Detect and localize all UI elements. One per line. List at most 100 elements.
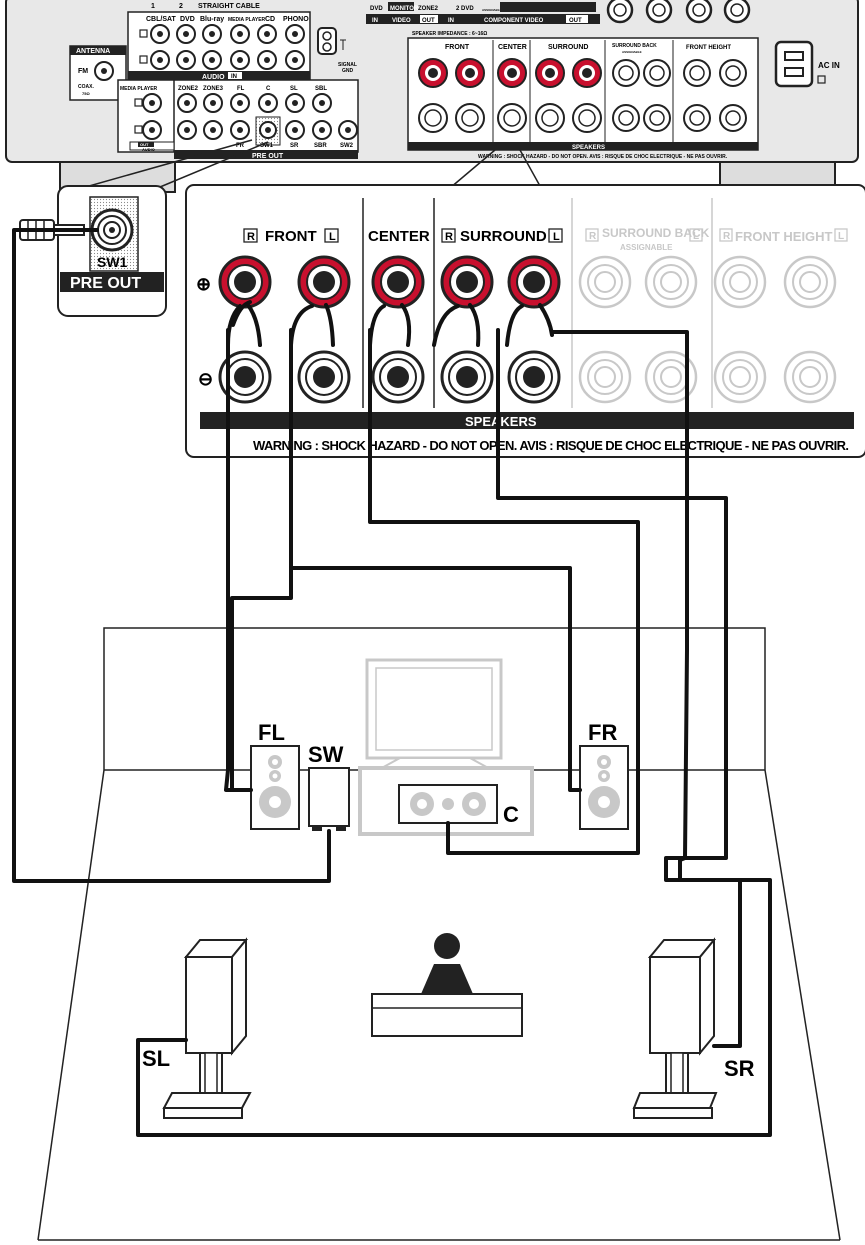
coax-ohm: 75Ω xyxy=(82,91,90,96)
svg-text:SBL: SBL xyxy=(315,86,327,92)
svg-text:PHONO: PHONO xyxy=(283,16,309,23)
fl-speaker-label: FL xyxy=(258,720,285,745)
surround-l-plus-terminal xyxy=(507,255,561,309)
plus-terminals-active xyxy=(218,255,561,309)
svg-text:FRONT: FRONT xyxy=(265,228,317,245)
small-speakers-label: SPEAKERS xyxy=(572,145,605,151)
svg-text:ASSIGNABLE: ASSIGNABLE xyxy=(622,50,642,54)
minus-terminals-active xyxy=(218,350,561,404)
svg-text:VIDEO: VIDEO xyxy=(392,18,411,24)
svg-text:SW1: SW1 xyxy=(260,143,274,149)
surround-header: R SURROUND L xyxy=(441,228,563,245)
svg-text:SURROUND BACK: SURROUND BACK xyxy=(612,43,657,49)
svg-text:COMPONENT VIDEO: COMPONENT VIDEO xyxy=(484,18,544,24)
svg-text:Blu-ray: Blu-ray xyxy=(200,16,224,23)
fr-speaker-label: FR xyxy=(588,720,617,745)
sl-speaker-icon xyxy=(162,937,252,1119)
svg-text:DVD: DVD xyxy=(370,6,383,12)
minus-symbol: ⊖ xyxy=(198,369,213,389)
zoom-callout-lines xyxy=(74,139,541,193)
small-gray-terminals xyxy=(418,59,747,133)
svg-text:SW2: SW2 xyxy=(340,143,354,149)
svg-text:IN: IN xyxy=(448,18,454,24)
small-warning: WARNING : SHOCK HAZARD - DO NOT OPEN. AV… xyxy=(478,154,728,160)
tv-icon xyxy=(365,658,503,771)
svg-text:L: L xyxy=(329,231,336,243)
video-terminal-labels: DVD MONITOR ZONE2 2 DVD ASSIGNABLE IN VI… xyxy=(366,2,600,24)
center-cable xyxy=(368,328,640,855)
center-speaker-label: C xyxy=(503,802,519,827)
svg-text:GND: GND xyxy=(342,68,354,74)
svg-text:AUDIO: AUDIO xyxy=(142,147,155,152)
front-r-plus-terminal xyxy=(218,255,272,309)
surround-l-minus-terminal xyxy=(507,350,561,404)
fl-cable-2 xyxy=(230,566,293,792)
front-l-minus-terminal xyxy=(297,350,351,404)
small-pre-out-label: PRE OUT xyxy=(252,153,284,160)
speaker-cables xyxy=(12,228,772,1137)
antenna-label: ANTENNA xyxy=(76,48,110,55)
top-label-1: 1 xyxy=(151,3,155,10)
svg-text:FL: FL xyxy=(237,86,245,92)
speaker-terminal-panel: R FRONT L CENTER R SURROUND L R SURROUND… xyxy=(185,184,865,458)
sw-label: SW xyxy=(308,742,344,767)
surround-r-plus-terminal xyxy=(440,255,494,309)
top-label-2: 2 xyxy=(179,3,183,10)
svg-text:FRONT HEIGHT: FRONT HEIGHT xyxy=(686,45,731,51)
svg-text:CBL/SAT: CBL/SAT xyxy=(146,16,177,23)
svg-text:OUT: OUT xyxy=(422,18,435,24)
svg-text:R: R xyxy=(247,231,255,243)
signal-gnd-terminal: SIGNAL GND xyxy=(317,27,357,74)
svg-text:AC IN: AC IN xyxy=(818,61,840,70)
subwoofer-cable xyxy=(12,228,331,883)
straight-cable-label: STRAIGHT CABLE xyxy=(198,3,260,10)
sw1-jack-label: SW1 xyxy=(97,254,128,270)
speaker-impedance: SPEAKER IMPEDANCE : 6~16Ω xyxy=(412,31,487,37)
audio-in-label: AUDIO xyxy=(202,74,225,81)
svg-text:SR: SR xyxy=(290,143,299,149)
sr-speaker-icon xyxy=(632,937,718,1119)
svg-text:ASSIGNABLE: ASSIGNABLE xyxy=(482,8,502,12)
fl-speaker-icon xyxy=(250,745,300,830)
callout-pre-out-label: PRE OUT xyxy=(70,275,141,292)
svg-text:ASSIGNABLE: ASSIGNABLE xyxy=(620,243,673,252)
svg-text:DVD: DVD xyxy=(180,16,195,23)
svg-text:R: R xyxy=(445,231,453,243)
svg-text:SURROUND: SURROUND xyxy=(460,228,547,245)
center-minus-terminal xyxy=(371,350,425,404)
svg-text:SBR: SBR xyxy=(314,143,327,149)
svg-text:ZONE3: ZONE3 xyxy=(203,86,224,92)
center-speaker-icon xyxy=(398,784,498,824)
svg-text:SURROUND BACK: SURROUND BACK xyxy=(602,226,710,240)
svg-text:SURROUND: SURROUND xyxy=(548,44,588,51)
fr-speaker-icon xyxy=(579,745,629,830)
svg-text:FRONT: FRONT xyxy=(445,44,470,51)
sr-cable xyxy=(550,330,742,1048)
svg-text:L: L xyxy=(693,231,699,242)
surround-r-minus-terminal xyxy=(440,350,494,404)
svg-text:CENTER: CENTER xyxy=(498,44,527,51)
svg-text:MONITOR: MONITOR xyxy=(390,6,419,12)
speakers-label: SPEAKERS xyxy=(465,414,537,429)
front-height-header: R FRONT HEIGHT L xyxy=(719,228,848,244)
svg-text:SL: SL xyxy=(290,86,298,92)
center-plus-terminal xyxy=(371,255,425,309)
sw1-callout: SW1 PRE OUT xyxy=(19,185,167,317)
warning-text: WARNING : SHOCK HAZARD - DO NOT OPEN. AV… xyxy=(253,438,848,453)
svg-text:L: L xyxy=(553,231,560,243)
svg-text:ZONE2: ZONE2 xyxy=(418,6,439,12)
front-l-plus-terminal xyxy=(297,255,351,309)
svg-text:R: R xyxy=(723,231,731,242)
svg-text:2 DVD: 2 DVD xyxy=(456,6,474,12)
fr-cable xyxy=(289,328,582,792)
receiver-rear-panel: 1 2 STRAIGHT CABLE CBL/SAT DVD Blu-ray M… xyxy=(5,0,859,193)
preout-top-labels: ZONE2 ZONE3 FL C SL SBL xyxy=(178,86,327,92)
ac-inlet: AC IN xyxy=(774,40,840,88)
sw1-jack xyxy=(90,208,134,252)
plus-symbol: ⊕ xyxy=(196,274,211,294)
coax-label: COAX. xyxy=(78,84,94,90)
svg-text:FR: FR xyxy=(236,143,245,149)
audio-in-badge: IN xyxy=(231,74,237,80)
listener-icon xyxy=(371,933,523,1037)
front-header: R FRONT L xyxy=(243,228,339,245)
